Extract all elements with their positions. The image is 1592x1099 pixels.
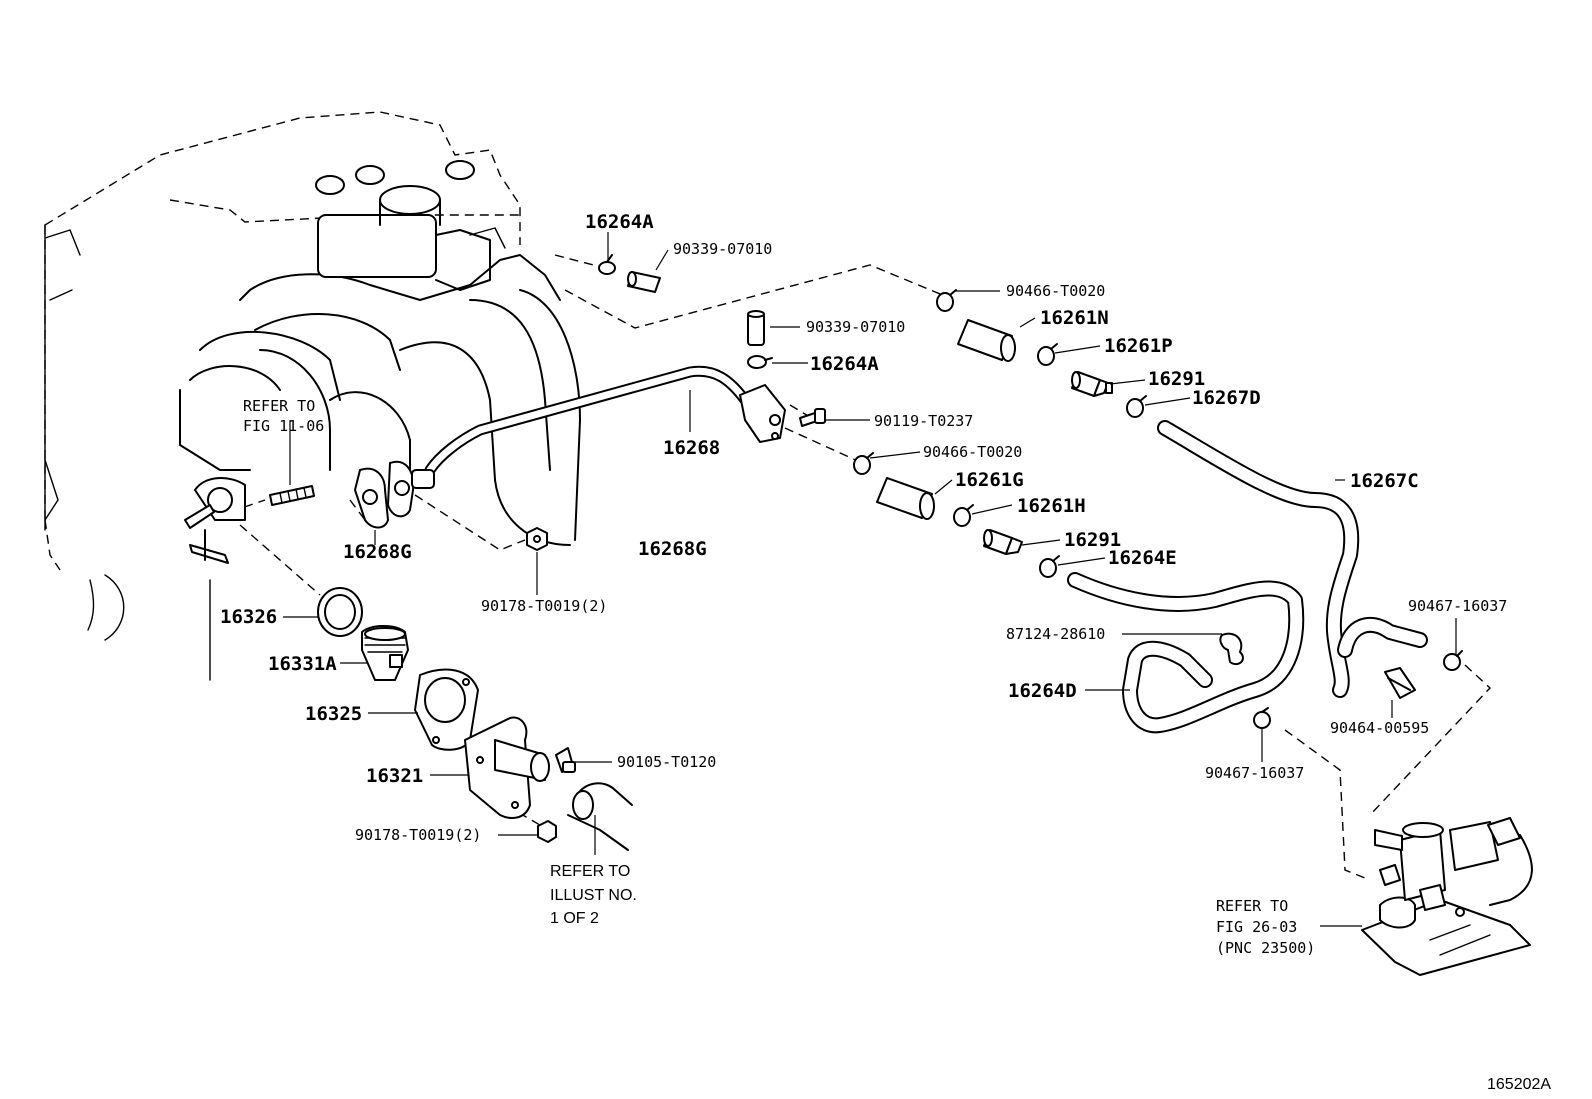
label-16264A-mid[interactable]: 16264A [810, 353, 879, 375]
gasket-16268G-a [354, 467, 389, 529]
refer-fig2603-line3: (PNC 23500) [1216, 939, 1315, 957]
intake-manifold [179, 160, 581, 546]
clip-90464 [1384, 667, 1416, 699]
valve-16291-top [1071, 371, 1113, 397]
figure-id: 165202A [1487, 1076, 1551, 1093]
water-pipe-16268 [424, 365, 786, 476]
label-90464[interactable]: 90464-00595 [1330, 719, 1429, 737]
label-16268G-right[interactable]: 16268G [638, 538, 707, 560]
stud-bolt [269, 485, 315, 506]
label-16325[interactable]: 16325 [305, 703, 362, 725]
label-87124[interactable]: 87124-28610 [1006, 625, 1105, 643]
label-16264A-top[interactable]: 16264A [585, 211, 654, 233]
hose-16264D [1067, 572, 1305, 734]
label-16321[interactable]: 16321 [366, 765, 423, 787]
refer-notes: REFER TO FIG 11-06 REFER TO ILLUST NO. 1… [243, 397, 1315, 957]
gasket-16325 [414, 668, 479, 751]
label-90339-mid[interactable]: 90339-07010 [806, 318, 905, 336]
label-16264E[interactable]: 16264E [1108, 547, 1177, 569]
label-16291-mid[interactable]: 16291 [1064, 529, 1121, 551]
engine-block-outline [44, 111, 521, 681]
label-90466-top[interactable]: 90466-T0020 [1006, 282, 1105, 300]
label-16264D[interactable]: 16264D [1008, 680, 1077, 702]
label-90467-bottom[interactable]: 90467-16037 [1205, 764, 1304, 782]
thermostat-16331A [361, 625, 409, 681]
hose-clamps [598, 254, 1463, 729]
cylinder-head-fitting [184, 477, 246, 564]
label-16326[interactable]: 16326 [220, 606, 277, 628]
hose-16267C [1157, 420, 1428, 698]
connector-pipes [627, 271, 765, 346]
label-16267C[interactable]: 16267C [1350, 470, 1419, 492]
vsv-assembly [1361, 817, 1533, 976]
label-16268G-left[interactable]: 16268G [343, 541, 412, 563]
label-90119[interactable]: 90119-T0237 [874, 412, 973, 430]
hose-16261G [876, 477, 935, 520]
label-90178-top[interactable]: 90178-T0019(2) [481, 597, 607, 615]
label-16331A[interactable]: 16331A [268, 653, 337, 675]
bolt-90119 [799, 408, 826, 427]
bolt-90105 [555, 747, 576, 773]
seal-16326 [317, 587, 363, 637]
refer-illust-line2[interactable]: ILLUST NO. [550, 887, 637, 904]
nut-90178-top [526, 527, 548, 551]
refer-fig1106-line2[interactable]: FIG 11-06 [243, 417, 324, 435]
refer-fig2603-line2[interactable]: FIG 26-03 [1216, 918, 1297, 936]
hose-refer-illust [567, 782, 633, 851]
water-inlet-16321 [464, 716, 550, 819]
hose-16261N [957, 319, 1016, 362]
label-16261P[interactable]: 16261P [1104, 335, 1173, 357]
clip-87124 [1219, 632, 1244, 666]
label-16261N[interactable]: 16261N [1040, 307, 1109, 329]
label-90466-mid[interactable]: 90466-T0020 [923, 443, 1022, 461]
refer-illust-line3: 1 OF 2 [550, 910, 599, 927]
dashed-leaders [229, 254, 1491, 881]
label-90467-right[interactable]: 90467-16037 [1408, 597, 1507, 615]
refer-illust-line1: REFER TO [550, 863, 630, 880]
label-90178-bottom[interactable]: 90178-T0019(2) [355, 826, 481, 844]
label-16291-top[interactable]: 16291 [1148, 368, 1205, 390]
label-16261H[interactable]: 16261H [1017, 495, 1086, 517]
label-16267D[interactable]: 16267D [1192, 387, 1261, 409]
label-16268[interactable]: 16268 [663, 437, 720, 459]
leader-lines [283, 232, 1457, 927]
refer-fig2603-line1: REFER TO [1216, 897, 1288, 915]
part-number-labels: 16264A 90339-07010 90466-T0020 16261N 90… [220, 211, 1507, 844]
label-90105[interactable]: 90105-T0120 [617, 753, 716, 771]
flange-16268G-b [387, 460, 435, 518]
refer-fig1106-line1: REFER TO [243, 397, 315, 415]
valve-16291-mid [983, 529, 1023, 555]
label-90339-top[interactable]: 90339-07010 [673, 240, 772, 258]
label-16261G[interactable]: 16261G [955, 469, 1024, 491]
nut-90178-bottom [537, 820, 557, 843]
